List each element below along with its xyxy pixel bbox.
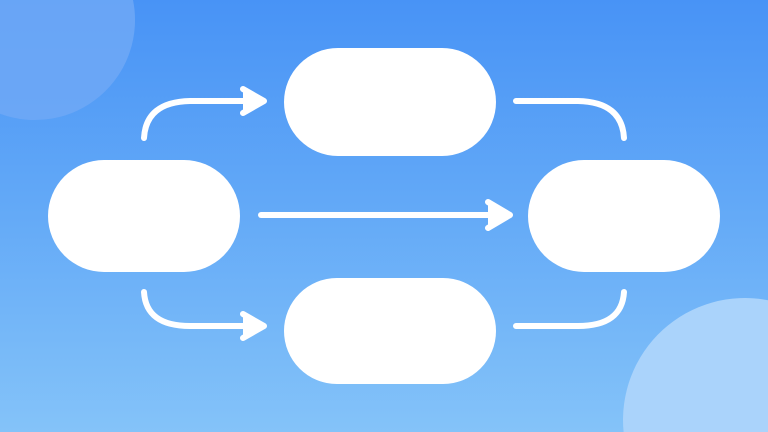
- node-right[interactable]: [528, 160, 720, 272]
- node-bottom[interactable]: [284, 278, 496, 384]
- edge-bottom-right: [513, 289, 627, 329]
- arrowhead-left-top: [240, 86, 267, 116]
- arrowhead-left-bottom: [240, 311, 267, 341]
- node-top[interactable]: [284, 48, 496, 156]
- decor-circle-bottom-right: [623, 298, 768, 432]
- edge-left-top: [141, 98, 255, 141]
- edge-top-right: [513, 98, 627, 141]
- decor-circle-top-left: [0, 0, 136, 121]
- arrowhead-left-right: [485, 199, 513, 231]
- edge-left-bottom: [141, 289, 255, 329]
- node-left[interactable]: [48, 160, 240, 272]
